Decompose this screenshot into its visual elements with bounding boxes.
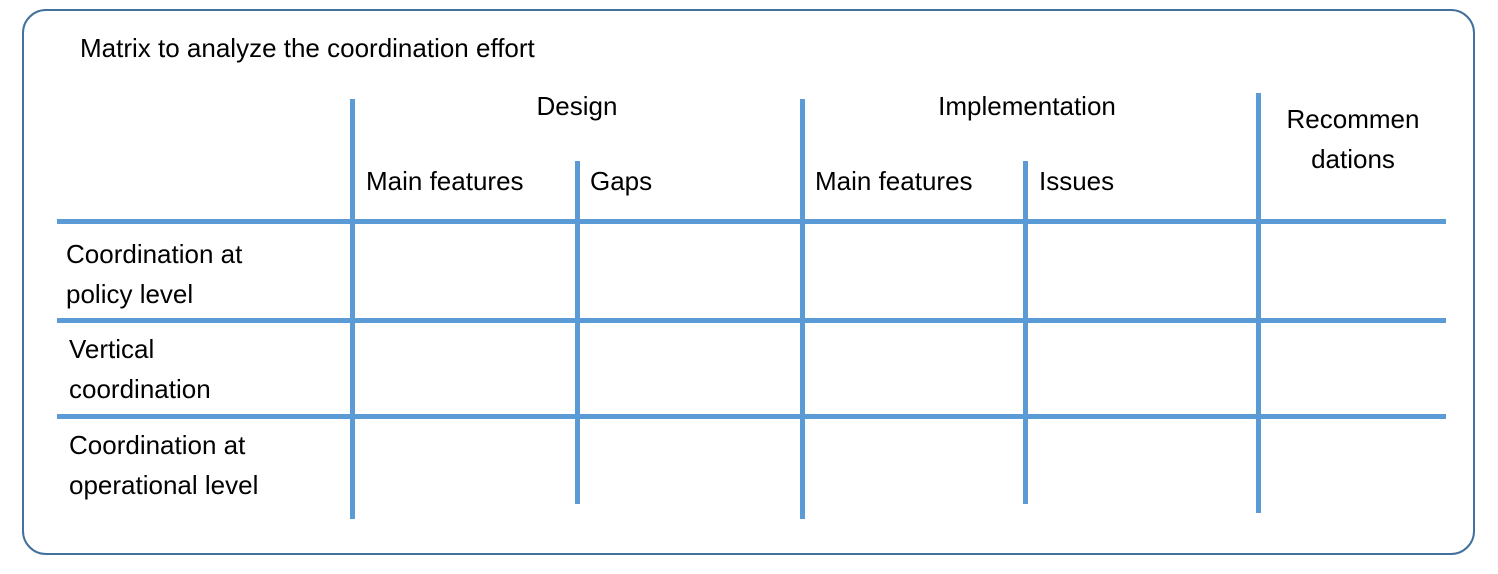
subcolumn-implementation-issues: Issues	[1039, 166, 1115, 196]
grid-line-vertical-implementation-left	[800, 99, 805, 519]
row-label-vertical: Vertical coordination	[69, 329, 339, 409]
row-label-operational-level-line1: Coordination at	[69, 430, 246, 460]
column-header-recommendations-line1: Recommen	[1286, 104, 1420, 134]
subcolumn-design-gaps: Gaps	[590, 166, 653, 196]
row-label-policy-level: Coordination at policy level	[66, 234, 336, 314]
diagram-frame	[22, 9, 1475, 555]
grid-line-horizontal-row2	[57, 414, 1446, 419]
row-label-vertical-line1: Vertical	[69, 334, 155, 364]
row-label-policy-level-line2: policy level	[66, 279, 194, 309]
row-label-vertical-line2: coordination	[69, 374, 211, 404]
subcolumn-implementation-main-features: Main features	[815, 166, 973, 196]
row-label-policy-level-line1: Coordination at	[66, 239, 243, 269]
column-header-recommendations-line2: dations	[1311, 144, 1395, 174]
row-label-operational-level-line2: operational level	[69, 470, 259, 500]
row-label-operational-level: Coordination at operational level	[69, 425, 339, 505]
grid-line-horizontal-row1	[57, 318, 1446, 323]
diagram-title: Matrix to analyze the coordination effor…	[80, 33, 535, 63]
column-header-implementation: Implementation	[938, 91, 1116, 121]
grid-line-vertical-recommendations-left	[1256, 93, 1261, 513]
grid-line-vertical-implementation-split	[1023, 161, 1028, 504]
grid-line-vertical-design-left	[350, 99, 355, 519]
column-header-design: Design	[536, 91, 618, 121]
subcolumn-design-main-features: Main features	[366, 166, 524, 196]
grid-line-horizontal-header	[57, 219, 1446, 224]
column-header-recommendations: Recommen dations	[1258, 99, 1448, 179]
grid-line-vertical-design-split	[575, 161, 580, 504]
